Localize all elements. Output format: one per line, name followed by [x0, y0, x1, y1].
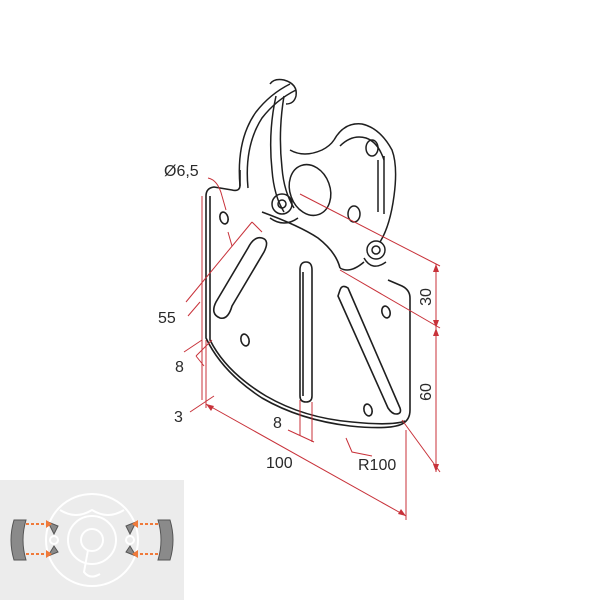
- motor-adapter-head: [238, 78, 397, 271]
- mounting-plate: [205, 170, 411, 429]
- dimension-lines: [183, 177, 441, 520]
- dimension-slot-width-bottom: 8: [273, 415, 282, 432]
- inset-clip-detail: [45, 493, 139, 587]
- dimension-slot-width-left: 8: [175, 359, 184, 376]
- dimension-radius: R100: [358, 457, 397, 474]
- inset-arrows: [26, 523, 158, 555]
- dimension-height-upper: 30: [417, 288, 435, 306]
- dimension-arrows: [206, 264, 439, 516]
- dimension-slot-length: 55: [158, 310, 176, 327]
- dimension-height-lower: 60: [417, 383, 435, 401]
- inset-arrowheads: [46, 520, 138, 558]
- dimension-hole-diameter: Ø6,5: [164, 163, 199, 180]
- dimension-plate-thickness: 3: [174, 409, 183, 426]
- dimension-width: 100: [266, 455, 293, 472]
